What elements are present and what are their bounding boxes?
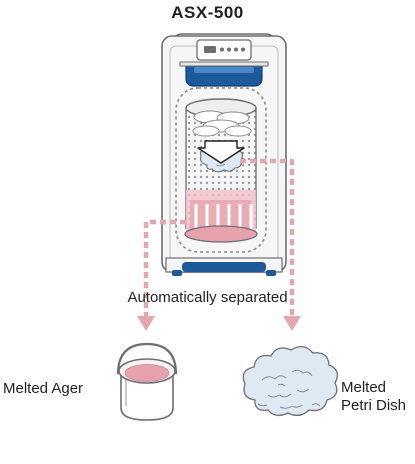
cloud-icon [242, 346, 339, 417]
control-panel [196, 39, 252, 61]
melted-agar-surface [124, 364, 170, 382]
petri-flow-arrow [240, 158, 301, 331]
button-icon [220, 47, 224, 52]
foot [172, 270, 182, 276]
button-icon [234, 47, 238, 52]
separation-caption: Automatically separated [127, 289, 288, 306]
base-strip [182, 262, 266, 272]
bucket-icon [116, 342, 178, 421]
melted-petri-dish-label: Melted Petri Dish [341, 379, 406, 415]
button-icon [241, 47, 245, 52]
white-down-arrow-icon [197, 140, 245, 164]
button-icon [227, 47, 231, 52]
melted-petri-dish-label-line2: Petri Dish [341, 397, 407, 414]
agar-flow-arrow [137, 219, 186, 331]
melted-agar-label: Melted Ager [3, 380, 84, 397]
foot [266, 270, 276, 276]
chamber-outline [175, 87, 267, 253]
display-icon [204, 46, 216, 53]
basket [184, 98, 258, 243]
petri-dish-stack [192, 110, 252, 137]
page-title: ASX-500 [171, 3, 244, 22]
melted-petri-dish-label-line1: Melted [341, 379, 387, 396]
machine-asx-500 [161, 33, 287, 276]
